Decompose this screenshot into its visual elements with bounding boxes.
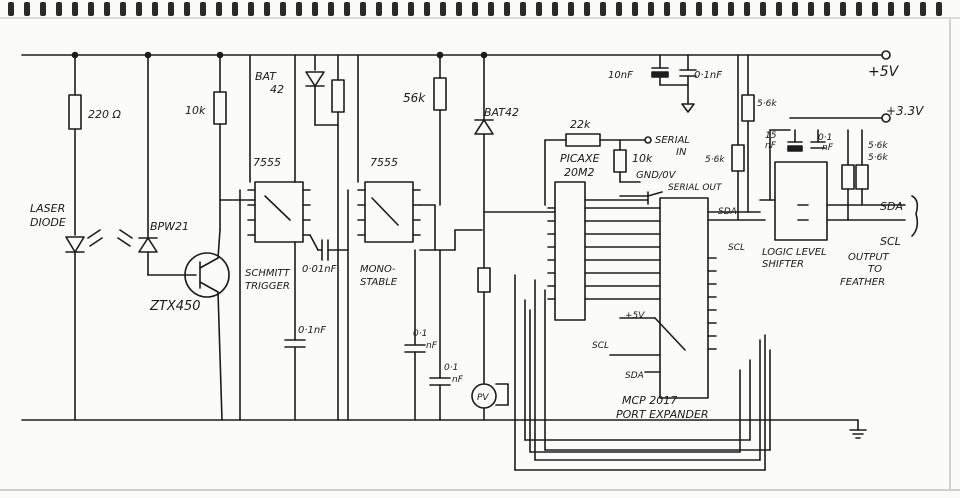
label-c01-c1: 0·1 xyxy=(444,363,458,373)
ic-7555-schmitt xyxy=(239,55,349,421)
label-serial-out: SERIAL OUT xyxy=(668,183,723,193)
label-sda-out: SDA xyxy=(880,200,903,213)
label-diode: DIODE xyxy=(30,216,66,229)
label-r56k-1: 5·6k xyxy=(757,99,777,109)
label-scl-out: SCL xyxy=(880,235,901,248)
label-r56k: 56k xyxy=(403,91,426,105)
label-c001: 0·01nF xyxy=(302,264,337,275)
notebook-binding xyxy=(8,2,942,16)
resistor-56k xyxy=(404,51,451,421)
label-sda-b: SDA xyxy=(625,371,644,381)
label-shifter: SHIFTER xyxy=(762,259,804,270)
label-ztx450: ZTX450 xyxy=(149,299,201,314)
label-c01-b2: nF xyxy=(426,341,438,351)
label-c01-a: 0·1nF xyxy=(298,325,326,336)
label-r56k-4: 5·6k xyxy=(868,153,888,163)
label-feather: FEATHER xyxy=(840,277,885,288)
picaxe-mcp-bus xyxy=(514,207,771,471)
label-20m2: 20M2 xyxy=(564,166,595,179)
label-plus5v-b: +5V xyxy=(625,311,645,321)
label-gnd0v: GND/0V xyxy=(636,170,677,181)
label-sda-a: SDA xyxy=(718,207,737,217)
label-picaxe: PICAXE xyxy=(560,152,600,165)
ic-7555-monostable xyxy=(347,55,483,421)
label-c01-c2: nF xyxy=(452,375,464,385)
bat42-diode-loop xyxy=(294,54,345,421)
label-schmitt: SCHMITT xyxy=(245,268,291,279)
label-c15-2: nF xyxy=(765,141,777,151)
label-mcp: MCP 2017 xyxy=(622,394,677,407)
label-r10k-b: 10k xyxy=(632,152,653,165)
label-c10nf: 10nF xyxy=(608,70,633,81)
ic-mcp2017 xyxy=(609,197,709,399)
label-c01-d2: nF xyxy=(822,143,834,153)
label-serial: SERIAL xyxy=(655,135,690,146)
label-logic-level: LOGIC LEVEL xyxy=(762,247,827,258)
label-laser: LASER xyxy=(30,202,65,215)
label-scl-b: SCL xyxy=(592,341,609,351)
photodiode-transistor xyxy=(117,51,230,421)
logic-level-shifter xyxy=(707,54,919,241)
label-mono: MONO- xyxy=(360,264,396,275)
label-scl-a: SCL xyxy=(728,243,745,253)
label-plus5v: +5V xyxy=(868,64,900,80)
label-c01-top: 0·1nF xyxy=(694,70,722,81)
label-bpw21: BPW21 xyxy=(150,220,189,233)
label-plus3v3: +3.3V xyxy=(886,104,924,118)
label-trigger: TRIGGER xyxy=(245,281,290,292)
label-r22k: 22k xyxy=(570,118,591,131)
label-r10k-a: 10k xyxy=(185,104,206,117)
label-pv: PV xyxy=(477,393,489,403)
label-7555-b: 7555 xyxy=(370,156,398,169)
label-r220: 220 Ω xyxy=(88,108,121,121)
label-port-expander: PORT EXPANDER xyxy=(616,408,709,421)
label-c01-d1: 0·1 xyxy=(818,133,832,143)
label-stable: STABLE xyxy=(360,277,398,288)
label-bat: BAT xyxy=(255,70,277,83)
label-r56k-3: 5·6k xyxy=(868,141,888,151)
label-c01-b1: 0·1 xyxy=(413,329,427,339)
cap-0-1nf-a xyxy=(284,241,306,421)
decoupling-caps xyxy=(651,54,697,113)
label-to: TO xyxy=(868,264,882,275)
laser-diode-branch xyxy=(65,51,103,421)
label-in: IN xyxy=(676,147,687,158)
label-42: 42 xyxy=(270,83,284,96)
bat42-pv-branch xyxy=(471,51,556,421)
ic-picaxe-20m2 xyxy=(544,133,663,321)
label-7555-a: 7555 xyxy=(253,156,281,169)
label-output: OUTPUT xyxy=(848,252,890,263)
label-r56k-2: 5·6k xyxy=(705,155,725,165)
label-c15-1: 15 xyxy=(765,131,777,141)
label-bat42-c: BAT42 xyxy=(484,106,519,119)
resistor-10k xyxy=(213,51,256,231)
